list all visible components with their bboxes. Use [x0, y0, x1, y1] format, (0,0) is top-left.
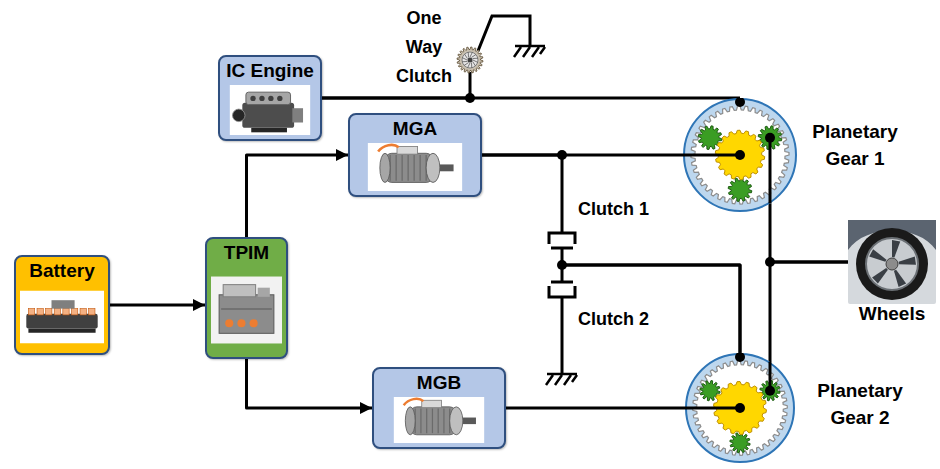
clutch-plates	[546, 228, 578, 252]
engine-box: IC Engine	[218, 55, 322, 141]
inverter-picture	[211, 267, 282, 353]
power-arrow	[110, 304, 205, 307]
ground-wire	[561, 302, 564, 374]
component-title: MGA	[393, 118, 437, 140]
component-title: IC Engine	[226, 60, 314, 82]
planetary-gear: Planetary Gear 2	[685, 353, 795, 463]
planetary-gear: Planetary Gear 1	[683, 98, 797, 212]
component-title: Battery	[29, 260, 94, 282]
planetary-gear-picture	[685, 353, 795, 463]
inverter-box: TPIM	[205, 237, 288, 359]
component-label: Planetary Gear 1	[807, 118, 903, 172]
one-way-clutch: One Way Clutch	[392, 4, 486, 94]
ground-symbol	[514, 46, 545, 57]
component-title: MGB	[417, 372, 461, 394]
component-label: One Way Clutch	[392, 4, 456, 91]
clutch-symbol: Clutch 1	[546, 228, 578, 252]
wheel-picture	[848, 220, 936, 304]
motor-picture	[354, 143, 476, 191]
component-label: Wheels	[848, 302, 936, 326]
shaft-line	[562, 265, 740, 353]
component-title: TPIM	[224, 242, 269, 264]
shaft-line	[482, 155, 562, 228]
component-label: Clutch 2	[578, 308, 649, 330]
component-label: Clutch 1	[578, 198, 649, 220]
shaft-line	[770, 203, 848, 262]
power-arrow	[247, 359, 373, 408]
shaft-line	[322, 94, 470, 98]
battery-box: Battery	[14, 255, 110, 355]
engine-picture	[224, 85, 316, 135]
battery-picture	[20, 285, 104, 349]
clutch-plates	[546, 278, 578, 302]
motor-box: MGB	[372, 367, 506, 449]
shaft-line	[770, 262, 848, 362]
power-arrow	[247, 155, 349, 237]
shaft-line	[506, 407, 685, 410]
planetary-gear-picture	[683, 98, 797, 212]
motor-box: MGA	[348, 113, 482, 197]
shaft-line	[562, 252, 740, 353]
clutch-symbol: Clutch 2	[546, 278, 578, 302]
wheel: Wheels	[848, 220, 936, 328]
component-label: Planetary Gear 2	[812, 377, 908, 431]
motor-picture	[378, 397, 500, 443]
ground-symbol	[546, 374, 577, 385]
